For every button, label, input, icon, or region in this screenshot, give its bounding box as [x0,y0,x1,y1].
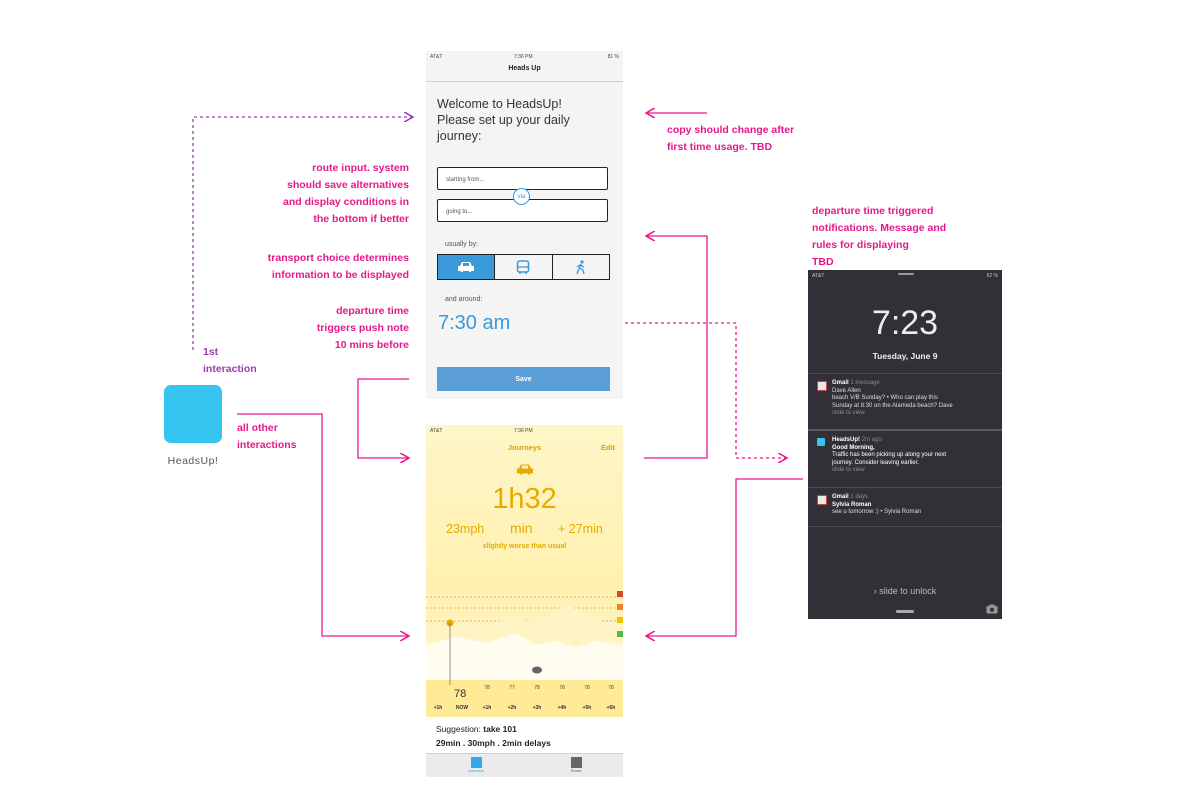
journey-unit: min [510,520,533,536]
journey-status: slightly worse than usual [482,543,567,550]
forecast-temp: 77 [509,685,515,691]
save-flow-arrow [357,378,409,458]
journey-delta: + 27min [558,522,603,536]
lock-clock: 7:23 [871,304,939,342]
journeys-tab-icon [470,757,482,768]
departure-push-arrow [535,322,787,458]
chevron-right-icon: › [873,586,877,596]
journey-screen: AT&T 7:36 PM Journeys Edit 1h32 23mph mi… [426,425,623,777]
divider [808,526,1002,527]
hour-label: +3h [532,705,542,711]
headsup-icon [817,438,825,446]
transport-walk[interactable] [553,255,609,279]
notification-open-arrow [646,478,803,636]
notification-gmail[interactable]: Gmail 1 message Dave Allen beach V/B Sun… [808,373,1002,426]
notification-gmail[interactable]: Gmail 1 days Sylvia Roman see u tomorrow… [808,487,1002,528]
nav-title: Journeys [507,443,542,452]
edit-button[interactable]: Edit [600,443,615,452]
usually-label: usually by: [445,241,479,248]
suggestion-line: Suggestion: take 101 [436,724,517,734]
transport-bus[interactable] [495,255,553,279]
car-icon [517,464,533,475]
welcome-text: Welcome to HeadsUp!Please set up your da… [437,97,570,143]
suggestion-panel: Suggestion: take 101 29min . 30mph . 2mi… [426,717,623,753]
forecast-temp: 78 [559,685,565,691]
transport-car[interactable] [438,255,496,279]
forecast-temp: 78 [584,685,590,691]
hour-label: +1h [482,705,492,711]
edit-flow-arrow [644,236,708,459]
divider [426,81,623,82]
tab-bar: Journeys Share [426,753,623,777]
app-icon-label: HeadsUp! [167,455,219,467]
gmail-icon [817,495,827,505]
hour-label: +4h [557,705,567,711]
suggestion-detail: 29min . 30mph . 2min delays [436,738,551,748]
nav-title: Heads Up [508,65,541,72]
camera-icon[interactable] [986,604,998,614]
journey-speed: 23mph [446,522,485,536]
slide-to-unlock[interactable]: › slide to unlock [873,586,937,596]
now-temp: 78 [454,688,467,700]
gmail-icon [817,381,827,391]
starting-from-input[interactable]: starting from... [437,167,608,190]
setup-screen: AT&T 7:36 PM 81 % Heads Up Welcome to He… [426,51,623,399]
hour-label: +6h [606,705,616,711]
status-bar: AT&T 7:36 PM 81 % [430,54,619,60]
around-label: and around: [445,296,483,303]
transport-selector[interactable] [437,254,610,280]
tab-share[interactable]: Share [561,757,591,773]
home-indicator [896,610,914,613]
tab-journeys[interactable]: Journeys [461,757,491,773]
forecast-temp: 78 [534,685,540,691]
via-button[interactable]: via [513,188,530,205]
forecast-temp: 78 [608,685,614,691]
traffic-chart [426,591,623,717]
car-icon [458,262,475,272]
walk-icon [576,259,585,274]
status-bar: AT&T 62 % [812,273,998,279]
share-tab-icon [570,757,582,768]
journey-duration: 1h32 [492,483,557,515]
bus-icon [517,260,530,274]
forecast-temp: 78 [484,685,490,691]
app-icon[interactable] [164,385,222,443]
lock-screen: AT&T 62 % 7:23 Tuesday, June 9 Gmail 1 m… [808,270,1002,619]
notification-headsup[interactable]: HeadsUp! 2m ago Good Morning, Traffic ha… [808,429,1002,485]
status-bar: AT&T 7:36 PM [430,428,533,434]
lock-date: Tuesday, June 9 [872,351,938,361]
hour-label: +5h [582,705,592,711]
hour-label: NOW [455,705,469,711]
other-interactions-arrow [237,413,409,636]
camera-grabber [898,273,914,275]
hour-label: +2h [507,705,517,711]
save-button[interactable]: Save [437,367,610,391]
hour-label: +1h [433,705,443,711]
first-interaction-arrow [192,117,413,350]
departure-time[interactable]: 7:30 am [438,312,511,334]
